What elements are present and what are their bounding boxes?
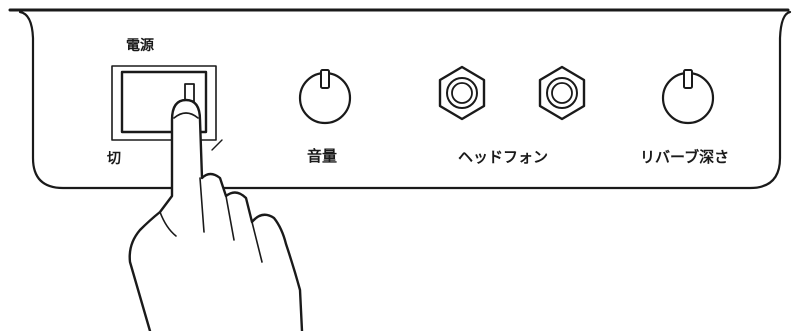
rocker-switch-icon — [120, 70, 208, 134]
panel-outline — [8, 8, 792, 190]
volume-label: 音量 — [307, 147, 338, 165]
headphone-jack-1[interactable] — [438, 65, 486, 121]
off-label: 切 — [107, 151, 121, 167]
power-label: 電源 — [126, 38, 154, 54]
reverb-depth-knob[interactable] — [661, 69, 715, 125]
pointing-hand-icon — [128, 98, 304, 331]
volume-knob-pointer — [320, 69, 330, 89]
power-switch-bezel — [111, 65, 217, 141]
headphone-jack-2[interactable] — [538, 65, 586, 121]
reverb-depth-label: リバーブ深さ — [640, 148, 730, 166]
volume-knob[interactable] — [298, 69, 352, 125]
hex-jack-icon — [538, 65, 586, 121]
reverb-knob-pointer — [683, 69, 693, 89]
hex-jack-icon — [438, 65, 486, 121]
headphones-label: ヘッドフォン — [458, 148, 549, 166]
